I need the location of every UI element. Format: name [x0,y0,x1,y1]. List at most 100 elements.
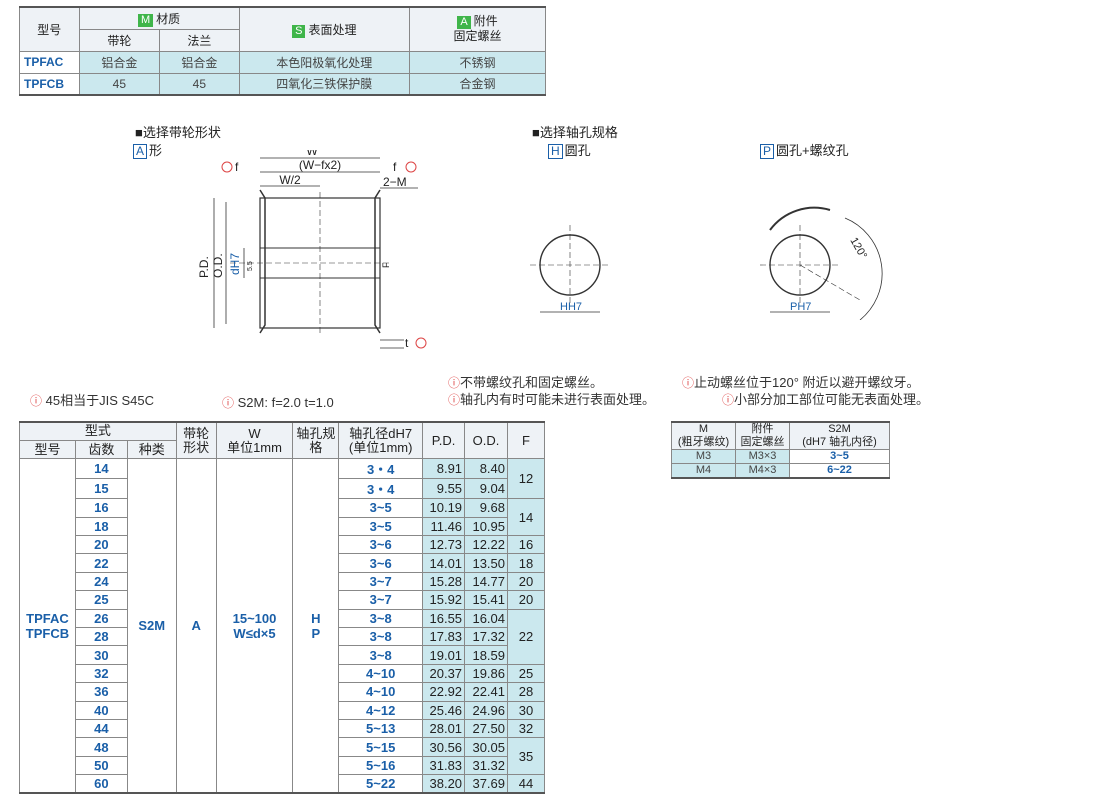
col-kind: 种类 [126,439,177,460]
dia-cell: 5~22 [338,774,424,794]
teeth-cell: 32 [74,663,128,684]
dia-cell: 4~10 [338,682,424,702]
dia-cell: 3~8 [338,627,424,647]
od-cell: 24.96 [464,700,509,720]
dia-cell: 3~7 [338,571,424,592]
dim-pd: P.D. [197,256,211,278]
teeth-cell: 15 [74,478,128,500]
od-cell: 13.50 [464,553,509,573]
od-cell: 16.04 [464,608,509,629]
note-screw-pos: ⓘ止动螺丝位于120° 附近以避开螺纹牙。 [682,375,920,390]
dia-cell: 5~16 [338,755,424,776]
teeth-cell: 36 [74,682,128,702]
f-cell: 25 [507,663,545,684]
col-s2m: S2M(dH7 轴孔内径) [789,421,890,450]
dia-cell: 3~6 [338,535,424,555]
od-cell: 10.95 [464,516,509,537]
f-cell: 12 [507,458,545,500]
screw-cell: M4×3 [735,463,790,479]
col-flange: 法兰 [159,28,240,52]
dia-cell: 3~5 [338,498,424,518]
pd-cell: 12.73 [422,535,466,555]
col-model: 型号 [19,6,80,52]
material-label: 材质 [156,11,181,26]
pd-cell: 30.56 [422,737,466,757]
f-cell: 30 [507,700,545,720]
od-cell: 19.86 [464,663,509,684]
pulley-drawing: W (W−fx2) W/2 f f 2−M P.D. O.D. dH7 5.5 … [197,150,427,350]
pd-cell: 25.46 [422,700,466,720]
col-teeth: 齿数 [74,439,128,460]
od-cell: 27.50 [464,718,509,739]
dia-cell: 5~13 [338,718,424,739]
teeth-cell: 40 [74,700,128,720]
note-no-thread: ⓘ不带螺纹孔和固定螺丝。 [448,375,604,390]
pd-cell: 19.01 [422,645,466,665]
info-icon: ⓘ [682,376,695,390]
col-shape: 带轮形状 [175,421,217,460]
f-cell: 32 [507,718,545,739]
od-cell: 31.32 [464,755,509,776]
table-row: TPFCB 45 45 四氧化三铁保护膜 合金钢 [19,72,546,96]
f-cell: 28 [507,682,545,702]
info-icon: ⓘ [448,393,461,407]
dim-od: O.D. [211,253,225,278]
dim-f-left: f [235,160,239,174]
shape-a-tag: A [133,144,148,159]
teeth-cell: 26 [74,608,128,629]
od-cell: 37.69 [464,774,509,794]
bore-p-tag: P [760,144,775,159]
f-cell: 20 [507,571,545,592]
dim-55: 5.5 [247,261,254,271]
col-model: 型号 [19,439,76,460]
dia-cell: 3・4 [338,458,424,480]
screw-table: M(粗牙螺纹) 附件固定螺丝 S2M(dH7 轴孔内径) M3 M3×3 3~5… [671,421,890,479]
od-cell: 22.41 [464,682,509,702]
pd-cell: 14.01 [422,553,466,573]
tapped-bore-drawing: PH7 120° [760,206,883,320]
kind-cell: S2M [126,458,177,794]
od-cell: 14.77 [464,571,509,592]
col-acc: 附件固定螺丝 [735,421,790,450]
dia-cell: 5~15 [338,737,424,757]
pd-cell: 15.92 [422,590,466,610]
shape-section-title: ■选择带轮形状 [135,125,221,140]
accessory-label: 附件 [473,14,498,29]
surface-cell: 本色阳极氧化处理 [238,50,411,74]
f-cell: 22 [507,608,545,665]
teeth-cell: 14 [74,458,128,480]
flange-cell: 铝合金 [159,50,240,74]
pd-cell: 15.28 [422,571,466,592]
f-cell: 35 [507,737,545,776]
pd-cell: 9.55 [422,478,466,500]
info-icon: ⓘ [722,393,735,407]
dia-cell: 3~6 [338,553,424,573]
pd-cell: 38.20 [422,774,466,794]
teeth-cell: 44 [74,718,128,739]
bore-section-title: ■选择轴孔规格 [532,125,618,140]
surface-tag: S [292,24,306,38]
table-row: TPFAC 铝合金 铝合金 本色阳极氧化处理 不锈钢 [19,50,546,74]
teeth-cell: 16 [74,498,128,518]
screw-cell: M3×3 [735,449,790,464]
pd-cell: 28.01 [422,718,466,739]
bore-h-text: 圆孔 [564,143,591,158]
dim-w2: W/2 [279,173,301,187]
model-cell: TPFAC [19,50,80,74]
teeth-cell: 28 [74,627,128,647]
note-partial-surface: ⓘ小部分加工部位可能无表面处理。 [722,392,930,407]
pd-cell: 10.19 [422,498,466,518]
surface-cell: 四氧化三铁保护膜 [238,72,411,96]
f-cell: 18 [507,553,545,573]
dim-dh7: dH7 [228,253,242,275]
